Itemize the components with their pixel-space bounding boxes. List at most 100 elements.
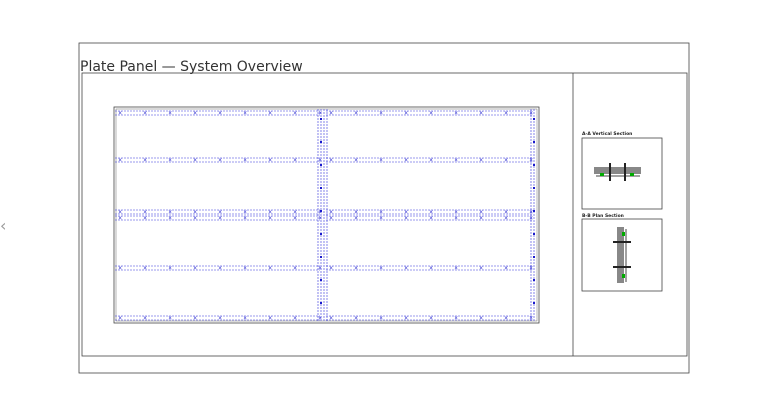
fastener-marker: × bbox=[318, 216, 322, 222]
fastener-marker bbox=[320, 187, 322, 189]
fastener-marker: × bbox=[143, 266, 147, 272]
fastener-marker: × bbox=[404, 216, 408, 222]
fastener-marker: × bbox=[329, 216, 333, 222]
fastener-marker bbox=[320, 210, 322, 212]
fastener-marker: × bbox=[143, 316, 147, 322]
fastener-marker: × bbox=[268, 316, 272, 322]
fastener-marker: × bbox=[329, 210, 333, 216]
fastener-marker: × bbox=[168, 316, 172, 322]
fastener-marker: × bbox=[118, 216, 122, 222]
fastener-marker: × bbox=[454, 111, 458, 117]
fastener-marker: × bbox=[379, 111, 383, 117]
fastener-marker: × bbox=[479, 111, 483, 117]
section-fastener bbox=[613, 241, 631, 243]
vertical-section-graphic bbox=[594, 163, 641, 181]
fastener-marker: × bbox=[243, 111, 247, 117]
fastener-marker: × bbox=[118, 316, 122, 322]
fastener-marker bbox=[533, 279, 535, 281]
fastener-marker: × bbox=[218, 210, 222, 216]
fastener-marker: × bbox=[293, 210, 297, 216]
fastener-marker bbox=[533, 210, 535, 212]
fastener-marker bbox=[320, 233, 322, 235]
sheet-title: Plate Panel — System Overview bbox=[80, 59, 303, 75]
detail-box-plan-section bbox=[581, 218, 663, 292]
section-fastener bbox=[624, 163, 626, 181]
fastener-marker: × bbox=[429, 216, 433, 222]
fastener-marker bbox=[320, 141, 322, 143]
fastener-marker: × bbox=[404, 158, 408, 164]
fastener-marker: × bbox=[354, 158, 358, 164]
fastener-marker: × bbox=[193, 316, 197, 322]
fastener-marker: × bbox=[168, 216, 172, 222]
fastener-marker: × bbox=[268, 158, 272, 164]
fastener-marker: × bbox=[243, 158, 247, 164]
fastener-marker: × bbox=[329, 266, 333, 272]
detail-box-vertical-section bbox=[581, 137, 663, 210]
section-fastener bbox=[613, 266, 631, 268]
fastener-marker: × bbox=[143, 210, 147, 216]
fastener-marker: × bbox=[293, 316, 297, 322]
fastener-marker: × bbox=[218, 266, 222, 272]
fastener-marker: × bbox=[429, 266, 433, 272]
fastener-marker: × bbox=[379, 316, 383, 322]
fastener-marker: × bbox=[329, 158, 333, 164]
section-fastener bbox=[609, 163, 611, 181]
fastener-marker: × bbox=[429, 111, 433, 117]
fastener-marker: × bbox=[429, 158, 433, 164]
fastener-marker bbox=[533, 164, 535, 166]
fastener-marker: × bbox=[193, 266, 197, 272]
fastener-marker: × bbox=[454, 210, 458, 216]
fastener-marker: × bbox=[404, 266, 408, 272]
fastener-marker: × bbox=[529, 316, 533, 322]
plan-section-graphic bbox=[613, 227, 631, 283]
fastener-marker: × bbox=[504, 210, 508, 216]
fastener-marker: × bbox=[318, 210, 322, 216]
fastener-marker bbox=[320, 164, 322, 166]
fastener-marker: × bbox=[168, 266, 172, 272]
fastener-marker: × bbox=[504, 316, 508, 322]
fastener-marker: × bbox=[218, 316, 222, 322]
fastener-marker: × bbox=[118, 111, 122, 117]
detail-label-a: A-A Vertical Section bbox=[582, 131, 632, 137]
sheet-border bbox=[78, 42, 690, 374]
fastener-marker: × bbox=[268, 210, 272, 216]
fastener-marker: × bbox=[168, 158, 172, 164]
fastener-marker: × bbox=[318, 266, 322, 272]
section-accent bbox=[630, 173, 634, 176]
fastener-marker: × bbox=[143, 216, 147, 222]
fastener-marker: × bbox=[354, 216, 358, 222]
fastener-marker: × bbox=[404, 316, 408, 322]
fastener-marker: × bbox=[268, 266, 272, 272]
fastener-marker: × bbox=[293, 266, 297, 272]
fastener-marker: × bbox=[293, 216, 297, 222]
chevron-left-icon[interactable]: ‹ bbox=[0, 216, 7, 235]
fastener-marker: × bbox=[168, 111, 172, 117]
fastener-marker: × bbox=[454, 266, 458, 272]
fastener-marker: × bbox=[354, 316, 358, 322]
panel-elevation: ××××××××××××××××××××××××××××××××××××××××… bbox=[113, 106, 540, 324]
fastener-marker bbox=[533, 187, 535, 189]
fastener-marker: × bbox=[118, 210, 122, 216]
fastener-marker: × bbox=[218, 111, 222, 117]
fastener-marker: × bbox=[143, 158, 147, 164]
fastener-marker: × bbox=[293, 111, 297, 117]
fastener-marker: × bbox=[504, 216, 508, 222]
fastener-marker: × bbox=[379, 210, 383, 216]
fastener-marker: × bbox=[318, 158, 322, 164]
panel-outline bbox=[113, 106, 540, 324]
fastener-marker: × bbox=[429, 210, 433, 216]
fastener-marker bbox=[320, 256, 322, 258]
fastener-marker: × bbox=[193, 216, 197, 222]
panel-outline-inner bbox=[115, 108, 538, 322]
fastener-marker: × bbox=[193, 210, 197, 216]
fastener-marker: × bbox=[479, 210, 483, 216]
fastener-marker: × bbox=[318, 316, 322, 322]
section-member bbox=[617, 227, 624, 283]
fastener-marker: × bbox=[243, 316, 247, 322]
fastener-marker: × bbox=[329, 316, 333, 322]
fastener-marker: × bbox=[243, 210, 247, 216]
fastener-marker: × bbox=[268, 216, 272, 222]
fastener-marker bbox=[533, 302, 535, 304]
fastener-marker: × bbox=[479, 216, 483, 222]
